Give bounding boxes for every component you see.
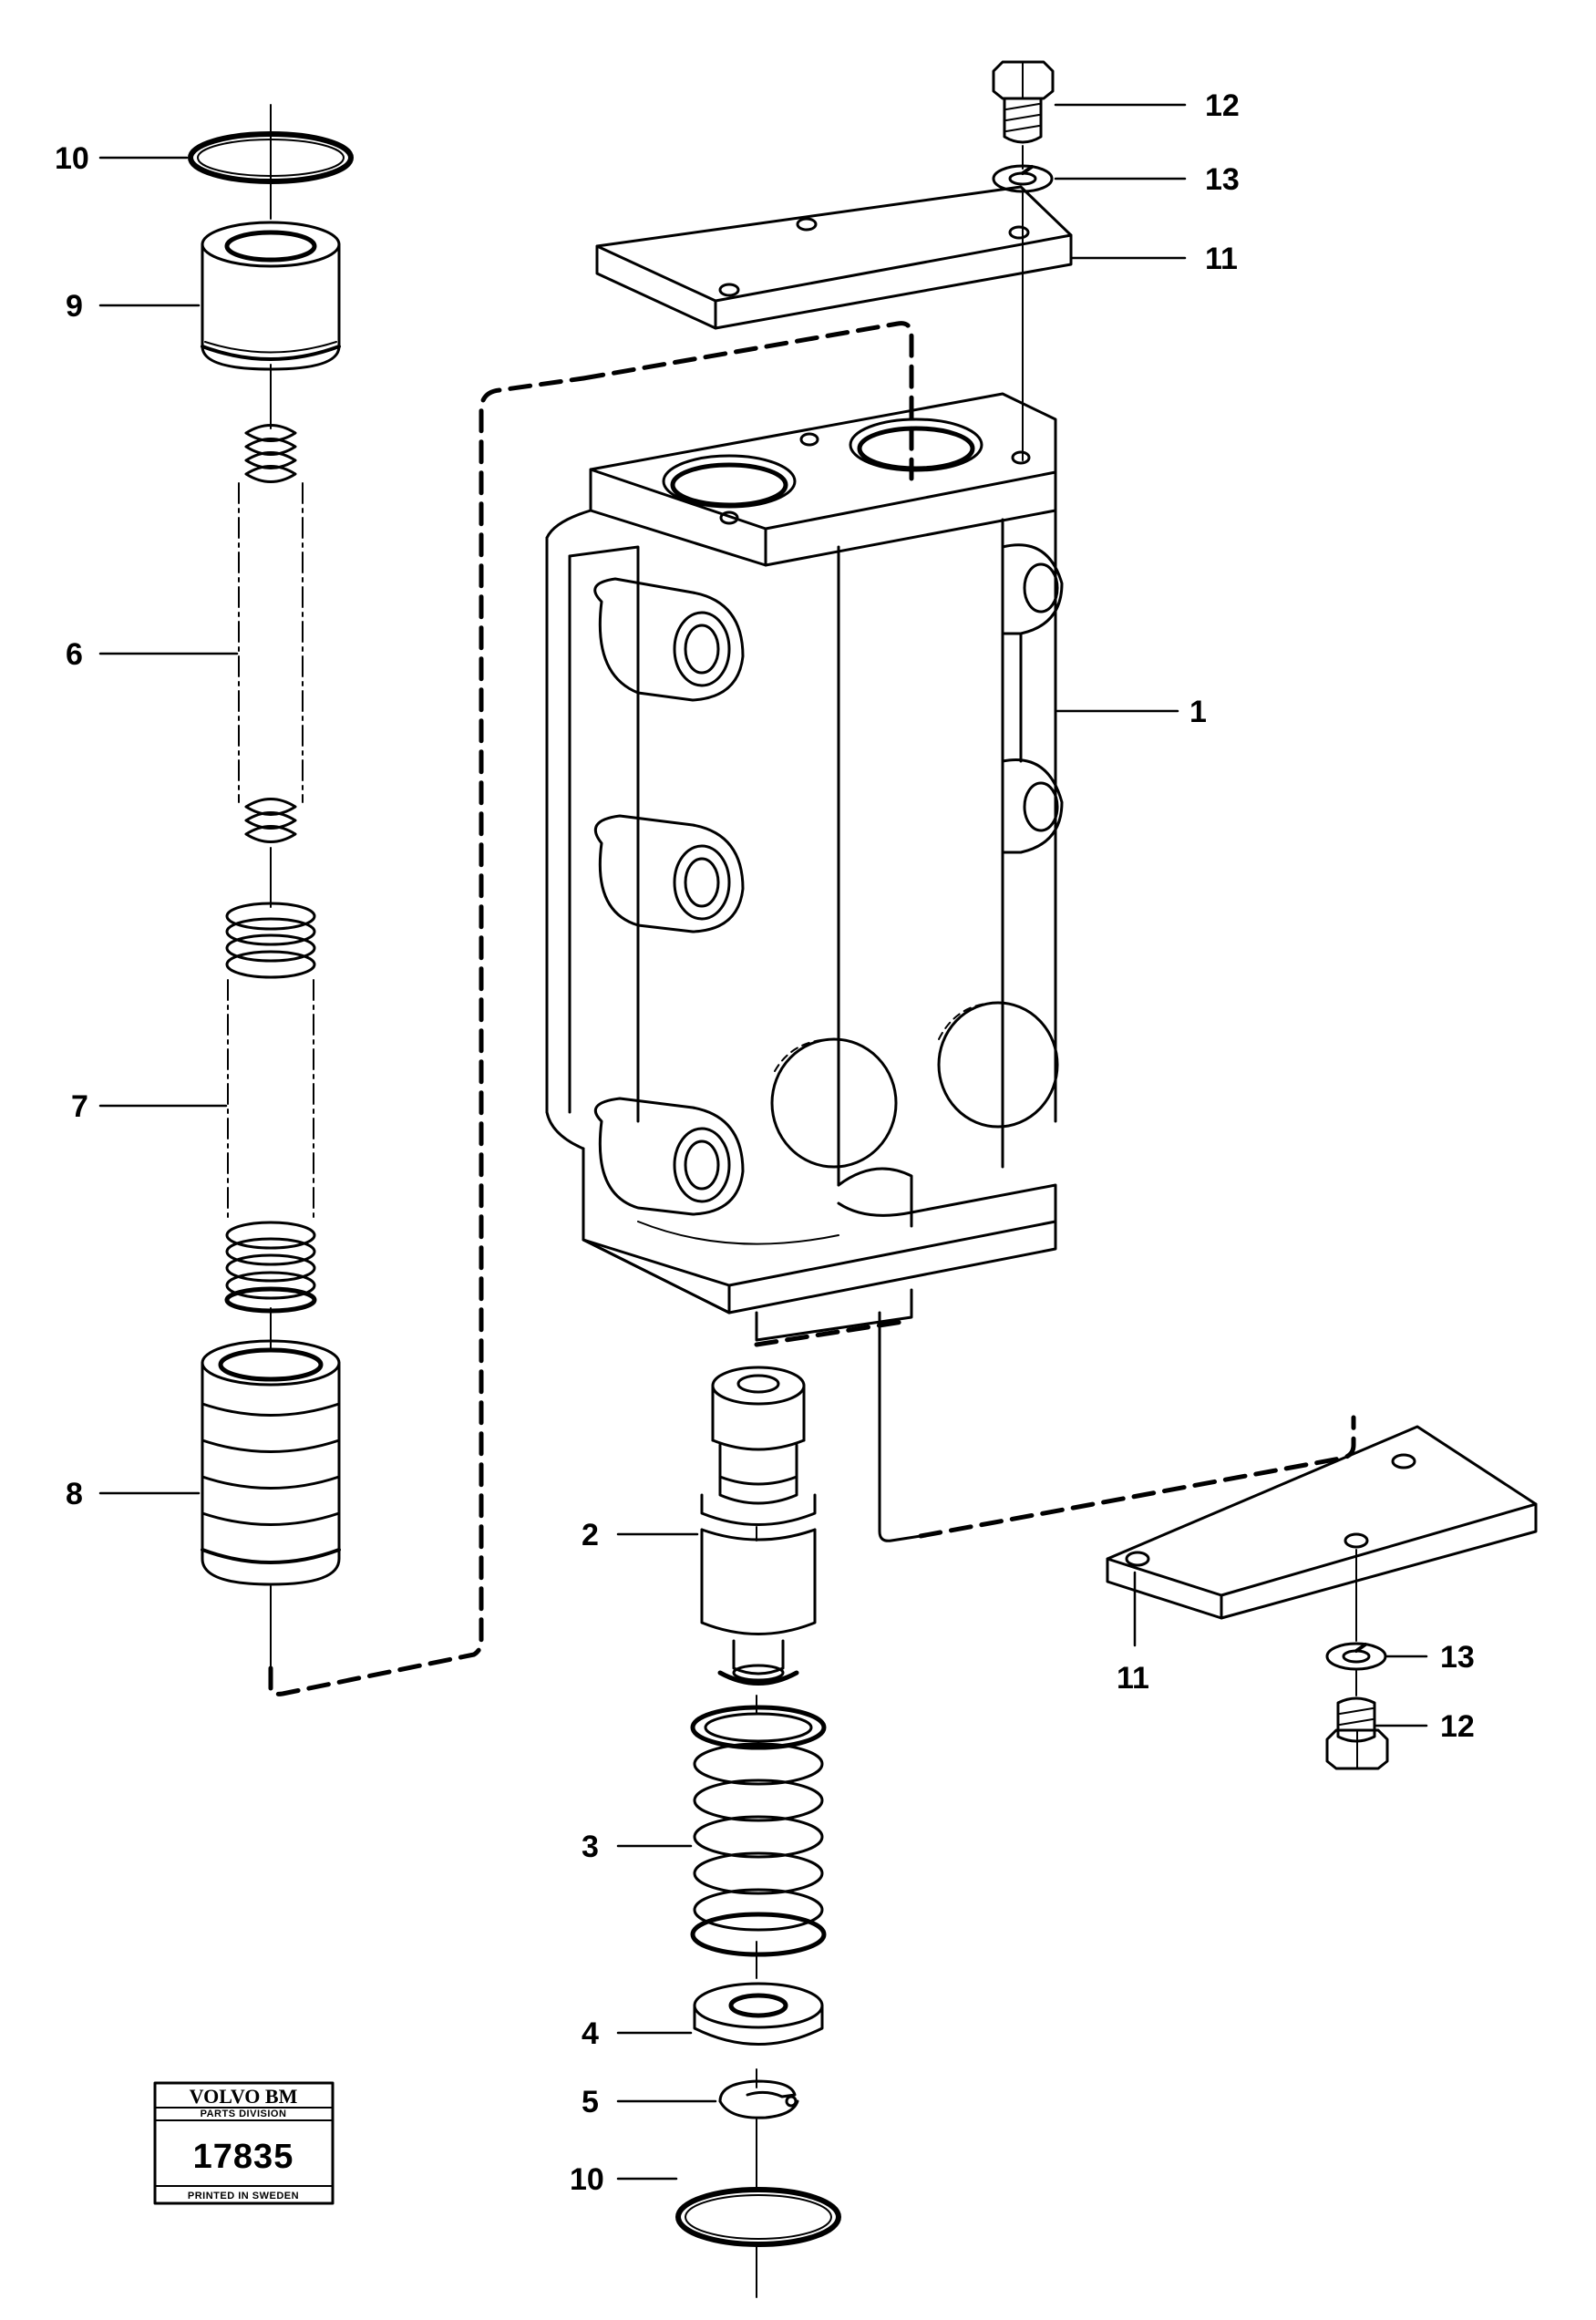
top-plate-dashed-path [581, 321, 914, 481]
left-assembly-dashed-path [268, 376, 586, 1696]
callout-3: 3 [582, 1830, 599, 1864]
callout-12-top: 12 [1205, 88, 1240, 123]
stamp-printed: PRINTED IN SWEDEN [188, 2191, 299, 2201]
cover-plate-bottom [1106, 1425, 1538, 1620]
small-spring [238, 424, 304, 843]
callout-6: 6 [66, 637, 83, 672]
callout-10-bottom: 10 [570, 2162, 604, 2197]
callout-9: 9 [66, 289, 83, 324]
valve-spool [700, 1366, 817, 1686]
medium-spring [224, 902, 317, 1314]
large-spring [690, 1705, 827, 1957]
callout-8: 8 [66, 1477, 83, 1511]
sleeve [201, 1339, 341, 1586]
circlip [718, 2079, 799, 2119]
spring-seat [693, 1982, 824, 2046]
valve-housing [545, 392, 1064, 1342]
spool-dashed-path [754, 1319, 905, 1347]
callout-5: 5 [582, 2085, 599, 2119]
callout-10-top: 10 [55, 141, 89, 176]
callout-12-bottom: 12 [1440, 1709, 1475, 1744]
o-ring-bottom [675, 2187, 841, 2247]
hex-screw-top [992, 60, 1055, 170]
callout-13-bottom: 13 [1440, 1640, 1475, 1675]
bottom-plate-dashed-path [918, 1415, 1356, 1539]
parts-division-stamp: VOLVO BM PARTS DIVISION 17835 PRINTED IN… [153, 2081, 335, 2205]
housing-bottom-line [878, 1311, 922, 1542]
stamp-brand: VOLVO BM [190, 2085, 298, 2108]
callout-13-top: 13 [1205, 162, 1240, 197]
lock-washer-top [992, 164, 1054, 193]
lock-washer-bottom [1325, 1642, 1387, 1671]
cover-plate-top [595, 185, 1073, 330]
callout-11-top: 11 [1205, 242, 1238, 276]
bushing [201, 221, 341, 371]
o-ring-top [188, 131, 354, 184]
stamp-number: 17835 [193, 2138, 294, 2176]
stamp-division: PARTS DIVISION [201, 2109, 287, 2119]
callout-2: 2 [582, 1518, 599, 1552]
callout-11-bottom: 11 [1117, 1661, 1149, 1696]
callout-1: 1 [1189, 695, 1207, 729]
hex-screw-bottom [1325, 1696, 1389, 1770]
leader-lines [98, 103, 1428, 2181]
callout-4: 4 [582, 2016, 599, 2051]
callout-7: 7 [71, 1089, 88, 1124]
